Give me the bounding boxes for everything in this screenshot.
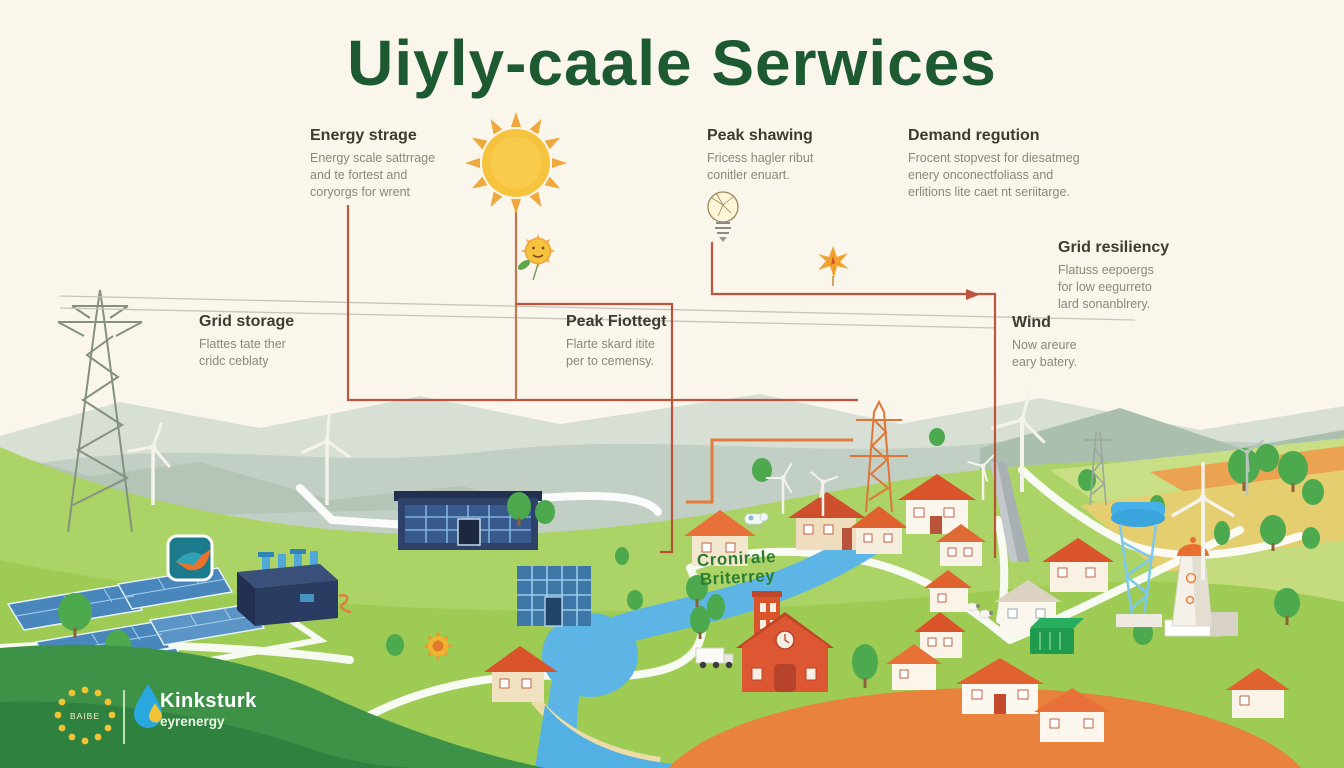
label-energy-storage: Energy strage Energy scale sattrrage and… bbox=[310, 127, 460, 200]
river bbox=[531, 527, 883, 768]
label-grid-storage-body: Flattes tate ther cridc ceblaty bbox=[199, 337, 286, 368]
orange-connector-lines bbox=[686, 438, 853, 504]
sheep-icon bbox=[966, 602, 993, 619]
label-grid-resiliency-heading: Grid resiliency bbox=[1058, 239, 1170, 256]
label-battery-plant: Cronirale Briterrey bbox=[696, 546, 777, 589]
label-peak-fiotiegt: Peak Fiottegt Flarte skard itite per to … bbox=[566, 313, 706, 370]
lightbulb-icon bbox=[707, 191, 739, 242]
label-wind-heading: Wind bbox=[1012, 314, 1051, 331]
logo: Kinksturk eyrenergy bbox=[160, 690, 257, 729]
green-container-icon bbox=[1030, 618, 1084, 654]
page-title: Uiyly-caale Serwices bbox=[347, 27, 997, 99]
water-tower-icon bbox=[1111, 502, 1165, 627]
logo-brand: Kinksturk bbox=[160, 690, 257, 712]
lighthouse-icon bbox=[1164, 537, 1238, 637]
label-peak-shaving-heading: Peak shawing bbox=[707, 127, 813, 144]
dam-icon bbox=[990, 462, 1030, 562]
houses bbox=[484, 474, 1290, 742]
truck-icon bbox=[695, 647, 734, 669]
label-peak-fiotiegt-heading: Peak Fiottegt bbox=[566, 313, 667, 330]
label-grid-storage-heading: Grid storage bbox=[199, 313, 295, 330]
orange-ground bbox=[668, 688, 1302, 768]
label-wind-body: Now areure eary batery. bbox=[1012, 338, 1078, 369]
label-energy-storage-body: Energy scale sattrrage and te fortest an… bbox=[310, 151, 436, 199]
label-grid-resiliency-body: Flatuss eepoergs for low eegurreto lard … bbox=[1058, 263, 1154, 311]
dark-hill bbox=[0, 644, 545, 768]
label-grid-resiliency: Grid resiliency Flatuss eepoergs for low… bbox=[1058, 239, 1198, 312]
flower-icon bbox=[818, 246, 849, 286]
barn-icon bbox=[736, 591, 834, 692]
label-grid-storage: Grid storage Flattes tate ther cridc ceb… bbox=[199, 313, 339, 370]
transmission-tower-icon bbox=[57, 289, 143, 533]
logo-badge: BAIBE bbox=[54, 686, 116, 745]
power-lines bbox=[59, 295, 1136, 329]
connector-lines bbox=[346, 205, 997, 558]
wind-turbine-icon bbox=[127, 388, 1264, 580]
smiling-sun-icon bbox=[517, 234, 555, 281]
label-demand-regulation-heading: Demand regution bbox=[908, 127, 1040, 144]
label-peak-shaving: Peak shawing Fricess hagler ribut conitl… bbox=[707, 127, 857, 184]
label-demand-regulation-body: Frocent stopvest for diesatmeg enery onc… bbox=[908, 151, 1080, 199]
small-lattice-tower-icon bbox=[1084, 431, 1112, 506]
battery-container-icon bbox=[237, 549, 352, 626]
small-sun-icon bbox=[423, 631, 453, 661]
orange-transmission-tower-icon bbox=[850, 399, 908, 513]
label-demand-regulation: Demand regution Frocent stopvest for die… bbox=[908, 127, 1108, 200]
cow-icon bbox=[744, 512, 769, 529]
sun-icon bbox=[465, 112, 567, 214]
bird-icon bbox=[166, 534, 214, 582]
logo-brand-sub: eyrenergy bbox=[160, 714, 225, 729]
label-peak-fiotiegt-body: Flarte skard itite per to cemensy. bbox=[566, 337, 655, 368]
logo-badge-text: BAIBE bbox=[70, 711, 100, 721]
trees bbox=[58, 428, 1324, 688]
label-energy-storage-heading: Energy strage bbox=[310, 127, 417, 144]
logo-drop-icon bbox=[134, 684, 162, 728]
glass-building-icon bbox=[517, 566, 591, 627]
label-wind: Wind Now areure eary batery. bbox=[1012, 314, 1132, 371]
label-peak-shaving-body: Fricess hagler ribut conitler enuart. bbox=[707, 151, 814, 182]
